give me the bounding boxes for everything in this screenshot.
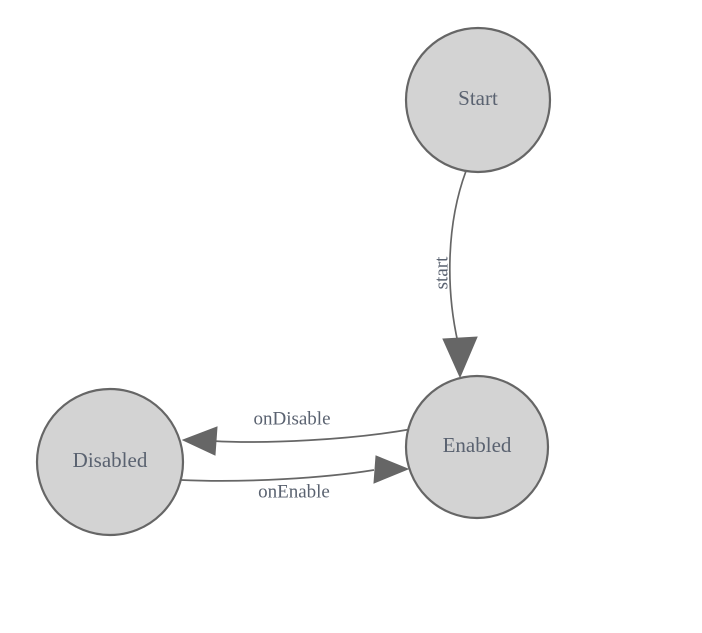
node-disabled-label: Disabled xyxy=(73,448,148,472)
node-disabled-circle xyxy=(35,387,185,537)
node-start-circle xyxy=(404,26,552,174)
edge-disabled-to-enabled-path xyxy=(180,469,375,482)
edge-disabled-to-enabled[interactable]: onEnable xyxy=(180,455,410,502)
node-enabled[interactable]: Enabled xyxy=(404,374,550,520)
edge-enabled-to-disabled-arrowhead xyxy=(181,426,218,456)
edge-start-to-enabled[interactable]: start xyxy=(431,170,478,379)
edge-enabled-to-disabled-path xyxy=(212,428,413,443)
edge-label-start: start xyxy=(431,256,452,289)
node-enabled-circle xyxy=(404,374,550,520)
edge-start-to-enabled-arrowhead xyxy=(442,336,478,379)
node-start-label: Start xyxy=(458,86,498,110)
edge-start-to-enabled-path xyxy=(448,170,467,344)
edge-label-ondisable: onDisable xyxy=(253,408,330,429)
edge-disabled-to-enabled-arrowhead xyxy=(373,455,410,484)
node-start[interactable]: Start xyxy=(404,26,552,174)
edge-label-onenable: onEnable xyxy=(258,481,330,502)
node-disabled[interactable]: Disabled xyxy=(35,387,185,537)
node-enabled-label: Enabled xyxy=(443,433,512,457)
edge-enabled-to-disabled[interactable]: onDisable xyxy=(181,408,413,456)
